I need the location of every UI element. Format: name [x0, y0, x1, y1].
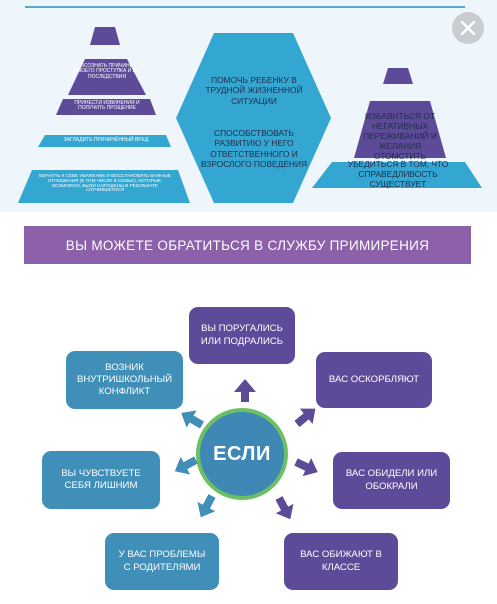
arrow-upper-right-icon	[294, 408, 316, 428]
node-bullied: Вас обижают в классе	[284, 533, 398, 590]
right-pyramid-text-1: Избавиться от негативных переживаний и ж…	[363, 111, 437, 161]
pyramid-tier-2	[56, 99, 156, 115]
top-divider	[25, 6, 465, 8]
arrow-upper-left-icon	[181, 410, 204, 429]
pyramid-tier-4-text: Вернуть к себе уважение и восстановить в…	[39, 173, 171, 193]
arrow-lower-right-icon	[275, 496, 294, 520]
hexagon-text-1: Помочь ребенку в трудной жизненной ситуа…	[205, 75, 303, 106]
right-pyramid-tier-2	[312, 162, 482, 188]
node-quarrel: Вы поругались или подрались	[189, 307, 295, 364]
pyramid-tier-3-text: Загладить причинённый вред	[63, 137, 149, 143]
left-pyramid	[18, 27, 190, 203]
node-insulted: Вас оскорбляют	[316, 352, 432, 408]
pyramid-tier-1	[68, 59, 146, 95]
pyramid-tier-4	[18, 170, 190, 203]
node-conflict: Возник внутришкольный конфликт	[66, 351, 183, 409]
right-pyramid-apex	[383, 68, 413, 84]
close-icon	[460, 20, 476, 36]
arrow-left-icon	[174, 456, 198, 475]
right-pyramid-text-2: Убедиться в том, что справедливость суще…	[347, 159, 449, 189]
close-button[interactable]	[452, 12, 484, 44]
arrow-lower-left-icon	[197, 494, 216, 518]
pyramid-tier-2-text: Принести извинения и получить прощение	[74, 100, 140, 112]
node-offended: Вас обидели или обокрали	[333, 452, 450, 509]
arrow-up-icon	[234, 379, 256, 402]
right-pyramid	[312, 68, 482, 188]
center-circle: ЕСЛИ	[196, 408, 288, 500]
pyramid-apex	[90, 27, 120, 45]
pyramid-tier-3	[38, 135, 171, 147]
banner: Вы можете обратиться в службу примирения	[24, 226, 471, 264]
hexagon-text-2: Способствовать развитию у него ответстве…	[200, 128, 308, 169]
node-parents: У вас проблемы с родителями	[105, 533, 219, 590]
arrow-right-icon	[294, 458, 318, 477]
center-hexagon	[176, 33, 331, 203]
pyramid-tier-1-text: Осознать причины своего проступка и их п…	[74, 63, 140, 80]
right-pyramid-tier-1	[354, 101, 446, 158]
node-excluded: Вы чувствуете себя лишним	[42, 451, 160, 509]
